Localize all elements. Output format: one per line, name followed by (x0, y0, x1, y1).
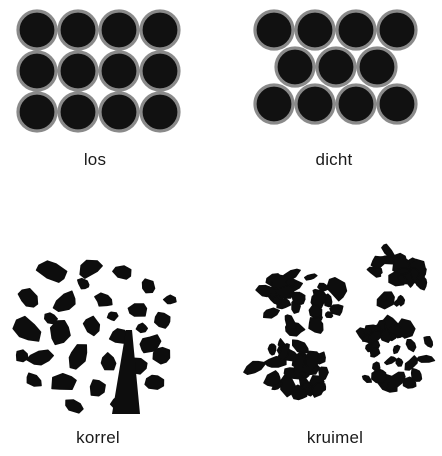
granule-fragment (66, 400, 83, 413)
granule-fragment (80, 260, 102, 278)
particle-circle (59, 93, 97, 131)
granule-fragment (142, 279, 154, 293)
granule-fragment (53, 291, 75, 311)
crumb-fragment (268, 344, 276, 355)
particle-circle (100, 11, 138, 49)
crumb-fragment (264, 308, 280, 318)
granule-fragment (83, 316, 99, 335)
granule-fragment (145, 375, 164, 389)
crumb-fragment (417, 356, 435, 363)
granule-fragment (36, 261, 66, 282)
granule-fragment (95, 293, 112, 306)
particle-circle (100, 52, 138, 90)
particle-circle (276, 48, 314, 86)
particle-circle (255, 11, 293, 49)
particle-circle (337, 11, 375, 49)
crumb-fragment (293, 340, 309, 354)
crumb-fragment (305, 274, 317, 280)
granule-fragment (69, 345, 86, 369)
crumb-fragment (382, 294, 388, 300)
crumb-fragment (371, 348, 380, 357)
granule-fragment (27, 373, 41, 386)
panel-korrel (13, 260, 176, 414)
particle-circle (18, 93, 56, 131)
granule-fragment (78, 279, 89, 289)
granule-fragment (18, 289, 37, 307)
crumb-fragment (318, 283, 329, 291)
granule-fragment (107, 312, 118, 320)
panel-kruimel (244, 244, 435, 399)
crumb-fragment (306, 351, 319, 369)
crumb-fragment (397, 268, 410, 274)
granule-fragment (128, 304, 146, 316)
granule-fragment (90, 380, 105, 396)
crumb-fragment (373, 362, 380, 371)
particle-circle (18, 11, 56, 49)
crumb-fragment (371, 256, 386, 268)
particle-circle (296, 11, 334, 49)
granule-fragment (101, 353, 116, 370)
particle-circle (141, 93, 179, 131)
particle-circle (141, 11, 179, 49)
crumb-fragment (363, 375, 372, 382)
particle-circle (141, 52, 179, 90)
crumb-fragment (330, 305, 343, 316)
crumb-fragment (372, 369, 386, 384)
particle-circle (18, 52, 56, 90)
granule-fragment (51, 321, 71, 345)
crumb-fragment (396, 358, 403, 366)
particle-circle (358, 48, 396, 86)
granule-fragment (113, 266, 131, 279)
crumb-fragment (424, 337, 433, 348)
caption-korrel: korrel (76, 428, 120, 448)
crumb-fragment (387, 372, 405, 390)
particle-circle (59, 11, 97, 49)
granule-fragment (27, 350, 54, 365)
particle-circle (317, 48, 355, 86)
granule-fragment (52, 374, 76, 390)
particle-circle (296, 85, 334, 123)
granule-fragment (153, 348, 170, 364)
particle-circle (100, 93, 138, 131)
particle-circle (59, 52, 97, 90)
granule-fragment (164, 295, 177, 304)
crumb-fragment (405, 356, 417, 370)
panel-dicht (255, 11, 416, 123)
granule-fragment (155, 313, 170, 329)
caption-dicht: dicht (316, 150, 353, 170)
crumb-fragment (385, 357, 396, 365)
crumb-fragment (393, 345, 400, 353)
particle-circle (378, 85, 416, 123)
particle-circle (378, 11, 416, 49)
granule-fragment (17, 350, 28, 362)
panel-los (18, 11, 179, 131)
crumb-fragment (406, 340, 416, 352)
caption-kruimel: kruimel (307, 428, 363, 448)
caption-los: los (84, 150, 106, 170)
granule-fragment (13, 316, 41, 341)
crumb-fragment (244, 362, 266, 375)
crumb-fragment (382, 244, 394, 257)
particle-circle (255, 85, 293, 123)
particle-circle (337, 85, 375, 123)
granule-fragment (136, 323, 147, 332)
